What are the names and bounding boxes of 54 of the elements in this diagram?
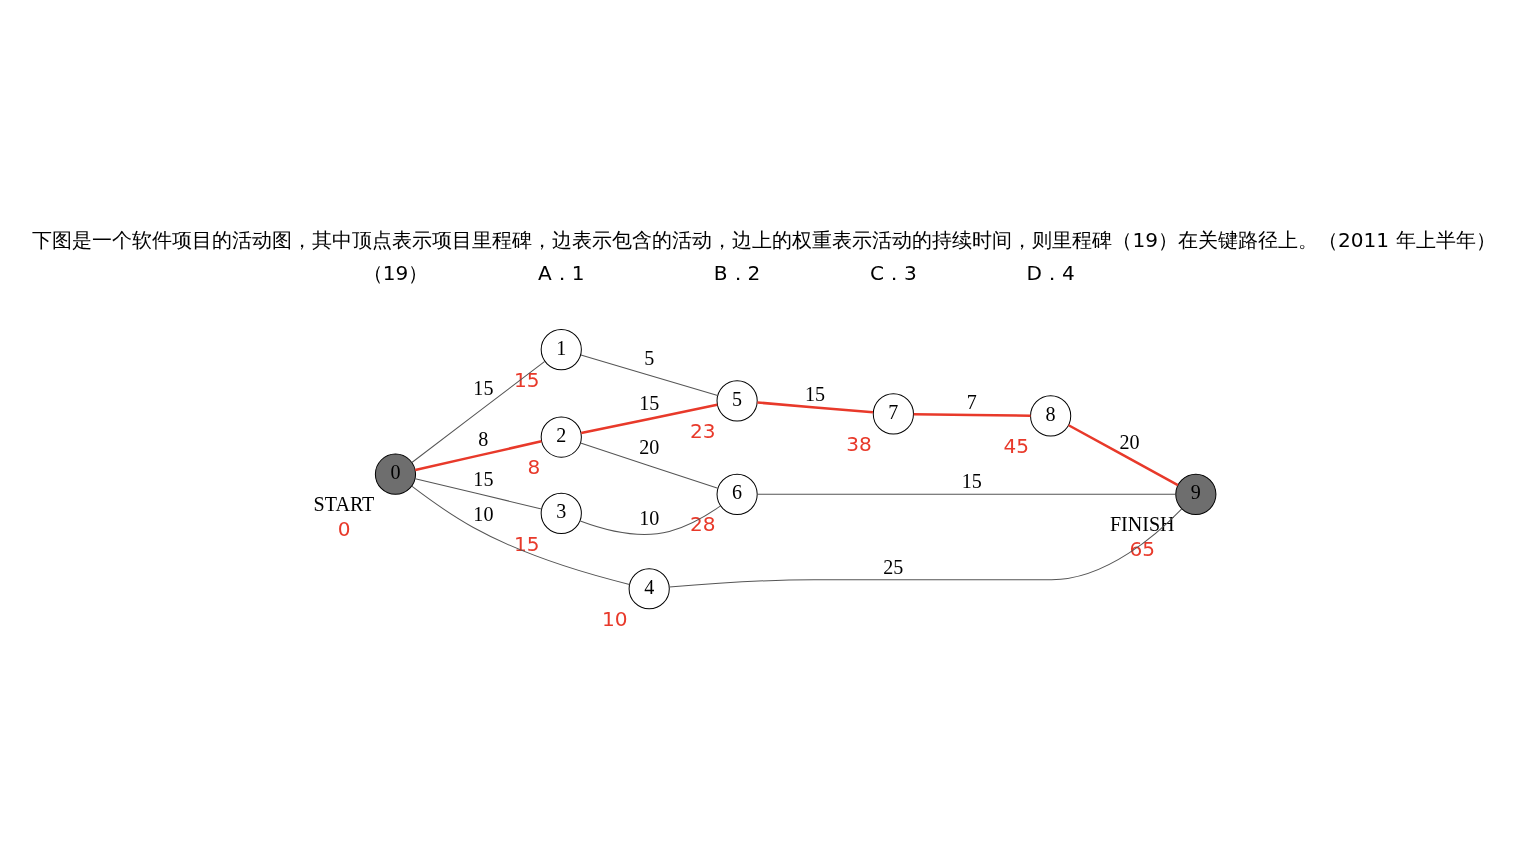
node-label: 38 bbox=[846, 432, 872, 457]
node-circle: 0 bbox=[374, 453, 417, 495]
node-label: START bbox=[313, 493, 375, 516]
connector bbox=[411, 485, 630, 585]
node-label: 28 bbox=[689, 512, 716, 537]
node-circle: 6 bbox=[716, 473, 758, 515]
connector bbox=[756, 493, 1176, 495]
connector bbox=[580, 354, 719, 396]
connector bbox=[580, 442, 719, 489]
node-label: FINISH bbox=[1109, 513, 1175, 536]
label: B．2 bbox=[713, 261, 761, 286]
node-circle: 8 bbox=[1030, 395, 1072, 437]
edge-label: 5 bbox=[644, 346, 655, 369]
connector bbox=[579, 505, 722, 535]
connector bbox=[668, 508, 1183, 588]
diagram-title: 下图是一个软件项目的活动图，其中顶点表示项目里程碑，边表示包含的活动，边上的权重表示活动的持续时间，则里程碑（19）在关键路径上。（2011 年上半年） bbox=[32, 228, 1496, 253]
edge-label: 20 bbox=[639, 436, 660, 459]
edge-label: 25 bbox=[883, 555, 904, 578]
edge-label: 20 bbox=[1119, 431, 1140, 454]
label: A．1 bbox=[538, 261, 585, 286]
edge-label: 15 bbox=[961, 470, 982, 493]
connector bbox=[415, 440, 542, 472]
node-circle: 7 bbox=[872, 393, 914, 435]
node-label: 23 bbox=[689, 419, 716, 444]
edge-label: 10 bbox=[639, 507, 660, 530]
edge-label: 15 bbox=[473, 376, 494, 399]
node-label: 10 bbox=[601, 606, 628, 631]
node-circle: 3 bbox=[540, 492, 582, 534]
node-circle: 5 bbox=[716, 380, 758, 422]
edge-label: 10 bbox=[473, 503, 494, 526]
node-label: 8 bbox=[527, 455, 541, 480]
connector bbox=[411, 360, 546, 463]
label: D．4 bbox=[1026, 261, 1075, 286]
node-label: 15 bbox=[514, 531, 540, 556]
node-label: 0 bbox=[337, 516, 351, 541]
connector bbox=[414, 478, 542, 510]
edge-label: 15 bbox=[804, 382, 826, 405]
edge-label: 8 bbox=[478, 428, 489, 451]
node-label: 45 bbox=[1003, 434, 1029, 459]
connector bbox=[1068, 424, 1179, 487]
connector bbox=[757, 401, 873, 414]
node-circle: 2 bbox=[540, 416, 582, 458]
connector bbox=[580, 403, 718, 435]
node-circle: 4 bbox=[628, 568, 670, 610]
edge-label: 7 bbox=[966, 390, 977, 413]
node-label: 65 bbox=[1129, 536, 1156, 561]
edge-label: 15 bbox=[473, 468, 494, 491]
edge-label: 15 bbox=[639, 391, 660, 414]
node-circle: 1 bbox=[540, 329, 582, 371]
label: （19） bbox=[362, 261, 429, 286]
label: C．3 bbox=[869, 261, 917, 286]
node-circle: 9 bbox=[1175, 473, 1217, 515]
node-label: 15 bbox=[514, 367, 540, 392]
connector bbox=[913, 412, 1031, 417]
